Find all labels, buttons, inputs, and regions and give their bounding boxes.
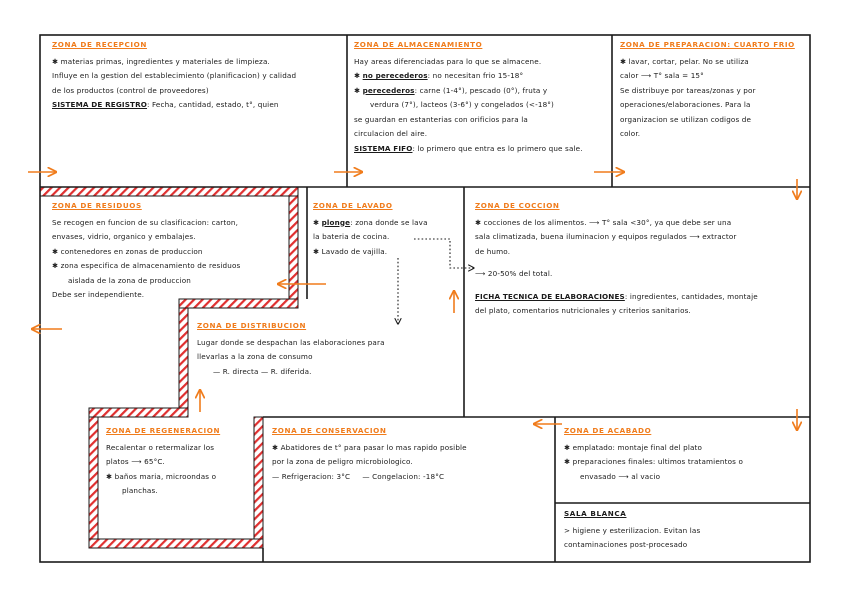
distribucion-line: Lugar donde se despachan las elaboracion…: [197, 337, 385, 347]
conservacion-line: — Refrigeracion: 3°C — Congelacion: -18°…: [272, 471, 445, 481]
acabado-line: envasado ⟶ al vacio: [580, 471, 661, 481]
conservacion-line: ✱ Abatidores de t° para pasar lo mas rap…: [272, 442, 467, 452]
registro-label: SISTEMA DE REGISTRO: [52, 100, 148, 109]
recepcion-line: Influye en la gestion del establecimient…: [52, 71, 297, 80]
distribucion-line: — R. directa — R. diferida.: [213, 366, 312, 376]
ficha-label: FICHA TECNICA DE ELABORACIONES: [475, 291, 625, 301]
zone-residuos-title: ZONA DE RESIDUOS: [52, 201, 142, 210]
coccion-line: sala climatizada, buena iluminacion y eq…: [475, 232, 737, 241]
zone-almacenamiento: ZONA DE ALMACENAMIENTO Hay areas diferen…: [354, 38, 610, 156]
regeneracion-line: planchas.: [122, 486, 158, 495]
coccion-line: ⟶ 20-50% del total.: [475, 269, 553, 278]
coccion-line: ✱ cocciones de los alimentos. ⟶ T° sala …: [475, 217, 732, 227]
fifo-label: SISTEMA FIFO: [354, 143, 413, 153]
residuos-line: aislada de la zona de produccion: [68, 275, 191, 285]
lavado-line: ✱ Lavado de vajilla.: [313, 246, 388, 256]
preparacion-line: ✱ lavar, cortar, pelar. No se utiliza: [620, 56, 749, 66]
registro-text: : Fecha, cantidad, estado, t°, quien: [147, 100, 279, 109]
plonge-text: : zona donde se lava: [350, 217, 428, 227]
zone-regeneracion-title: ZONA DE REGENERACION: [106, 426, 221, 435]
almacenamiento-fifo: SISTEMA FIFO: lo primero que entra es lo…: [354, 142, 610, 157]
preparacion-line: operaciones/elaboraciones. Para la: [620, 100, 751, 109]
zone-distribucion-title: ZONA DE DISTRIBUCION: [197, 321, 307, 330]
hatched-walls: [39, 186, 299, 549]
flow-arrows: [28, 172, 797, 430]
recepcion-line: ✱ materias primas, ingredientes y materi…: [52, 56, 270, 66]
zone-preparacion-title: ZONA DE PREPARACION: CUARTO FRIO: [620, 40, 795, 49]
zone-borders: [39, 34, 811, 563]
sala-blanca-line: contaminaciones post-procesado: [564, 540, 688, 549]
zone-acabado-title: ZONA DE ACABADO: [564, 426, 652, 435]
regeneracion-line: Recalentar o retermalizar los: [106, 442, 215, 452]
zone-regeneracion: ZONA DE REGENERACION Recalentar o reterm…: [106, 424, 254, 499]
no-perecederos-label: no perecederos: [362, 71, 428, 80]
zone-sala-blanca: SALA BLANCA > higiene y esterilizacion. …: [564, 507, 806, 553]
perecederos-text: : carne (1-4°), pescado (0°), fruta y: [414, 85, 548, 95]
coccion-line: de humo.: [475, 246, 511, 256]
perecederos-label: perecederos: [362, 85, 415, 95]
acabado-line: ✱ emplatado: montaje final del plato: [564, 442, 703, 452]
almacenamiento-line: circulacion del aire.: [354, 129, 428, 138]
zone-residuos: ZONA DE RESIDUOS Se recogen en funcion d…: [52, 199, 288, 303]
residuos-line: ✱ contenedores en zonas de produccion: [52, 246, 203, 256]
coccion-ficha: FICHA TECNICA DE ELABORACIONES: ingredie…: [475, 290, 805, 305]
sala-blanca-line: > higiene y esterilizacion. Evitan las: [564, 525, 701, 535]
lavado-line: la bateria de cocina.: [313, 232, 390, 241]
fifo-text: : lo primero que entra es lo primero que…: [412, 143, 583, 153]
dotted-connectors: [398, 238, 474, 324]
zone-conservacion-title: ZONA DE CONSERVACION: [272, 426, 387, 435]
sala-blanca-title: SALA BLANCA: [564, 509, 627, 518]
almacenamiento-line: verdura (7°), lacteos (3-6°) y congelado…: [370, 100, 554, 109]
zone-distribucion: ZONA DE DISTRIBUCION Lugar donde se desp…: [197, 319, 459, 379]
no-perecederos-text: : no necesitan frio 15-18°: [427, 71, 524, 80]
residuos-line: envases, vidrio, organico y embalajes.: [52, 232, 196, 241]
preparacion-line: organizacion se utilizan codigos de: [620, 114, 752, 124]
zone-recepcion-title: ZONA DE RECEPCION: [52, 40, 147, 49]
recepcion-registro: SISTEMA DE REGISTRO: Fecha, cantidad, es…: [52, 98, 342, 113]
zone-coccion: ZONA DE COCCION ✱ cocciones de los alime…: [475, 199, 805, 319]
recepcion-line: de los productos (control de proveedores…: [52, 85, 209, 95]
zone-preparacion: ZONA DE PREPARACION: CUARTO FRIO ✱ lavar…: [620, 38, 806, 142]
regeneracion-line: platos ⟶ 65°C.: [106, 457, 165, 466]
almacenamiento-line: se guardan en estanterias con orificios …: [354, 114, 528, 124]
coccion-line: del plato, comentarios nutricionales y c…: [475, 306, 691, 315]
zone-lavado: ZONA DE LAVADO ✱ plonge: zona donde se l…: [313, 199, 463, 259]
residuos-line: Debe ser independiente.: [52, 290, 145, 299]
almacenamiento-line: Hay areas diferenciadas para lo que se a…: [354, 56, 542, 66]
zone-conservacion: ZONA DE CONSERVACION ✱ Abatidores de t° …: [272, 424, 552, 484]
zone-recepcion: ZONA DE RECEPCION ✱ materias primas, ing…: [52, 38, 342, 113]
plonge-label: plonge: [321, 217, 351, 227]
zone-almacenamiento-title: ZONA DE ALMACENAMIENTO: [354, 40, 483, 49]
zone-acabado: ZONA DE ACABADO ✱ emplatado: montaje fin…: [564, 424, 806, 484]
zone-lavado-title: ZONA DE LAVADO: [313, 201, 393, 210]
ficha-text: : ingredientes, cantidades, montaje: [624, 291, 758, 301]
almacenamiento-perecederos: ✱ perecederos: carne (1-4°), pescado (0°…: [354, 85, 548, 95]
preparacion-line: Se distribuye por tareas/zonas y por: [620, 85, 756, 95]
zone-coccion-title: ZONA DE COCCION: [475, 201, 560, 210]
residuos-line: ✱ zona especifica de almacenamiento de r…: [52, 261, 241, 270]
regeneracion-line: ✱ baños maria, microondas o: [106, 471, 217, 481]
conservacion-line: por la zona de peligro microbiologico.: [272, 457, 413, 466]
acabado-line: ✱ preparaciones finales: ultimos tratami…: [564, 457, 743, 466]
lavado-plonge: ✱ plonge: zona donde se lava: [313, 217, 428, 227]
distribucion-line: llevarlas a la zona de consumo: [197, 352, 313, 361]
almacenamiento-no-perecederos: ✱ no perecederos: no necesitan frio 15-1…: [354, 71, 524, 80]
residuos-line: Se recogen en funcion de su clasificacio…: [52, 217, 239, 227]
preparacion-line: color.: [620, 129, 641, 138]
preparacion-line: calor ⟶ T° sala = 15°: [620, 71, 704, 80]
